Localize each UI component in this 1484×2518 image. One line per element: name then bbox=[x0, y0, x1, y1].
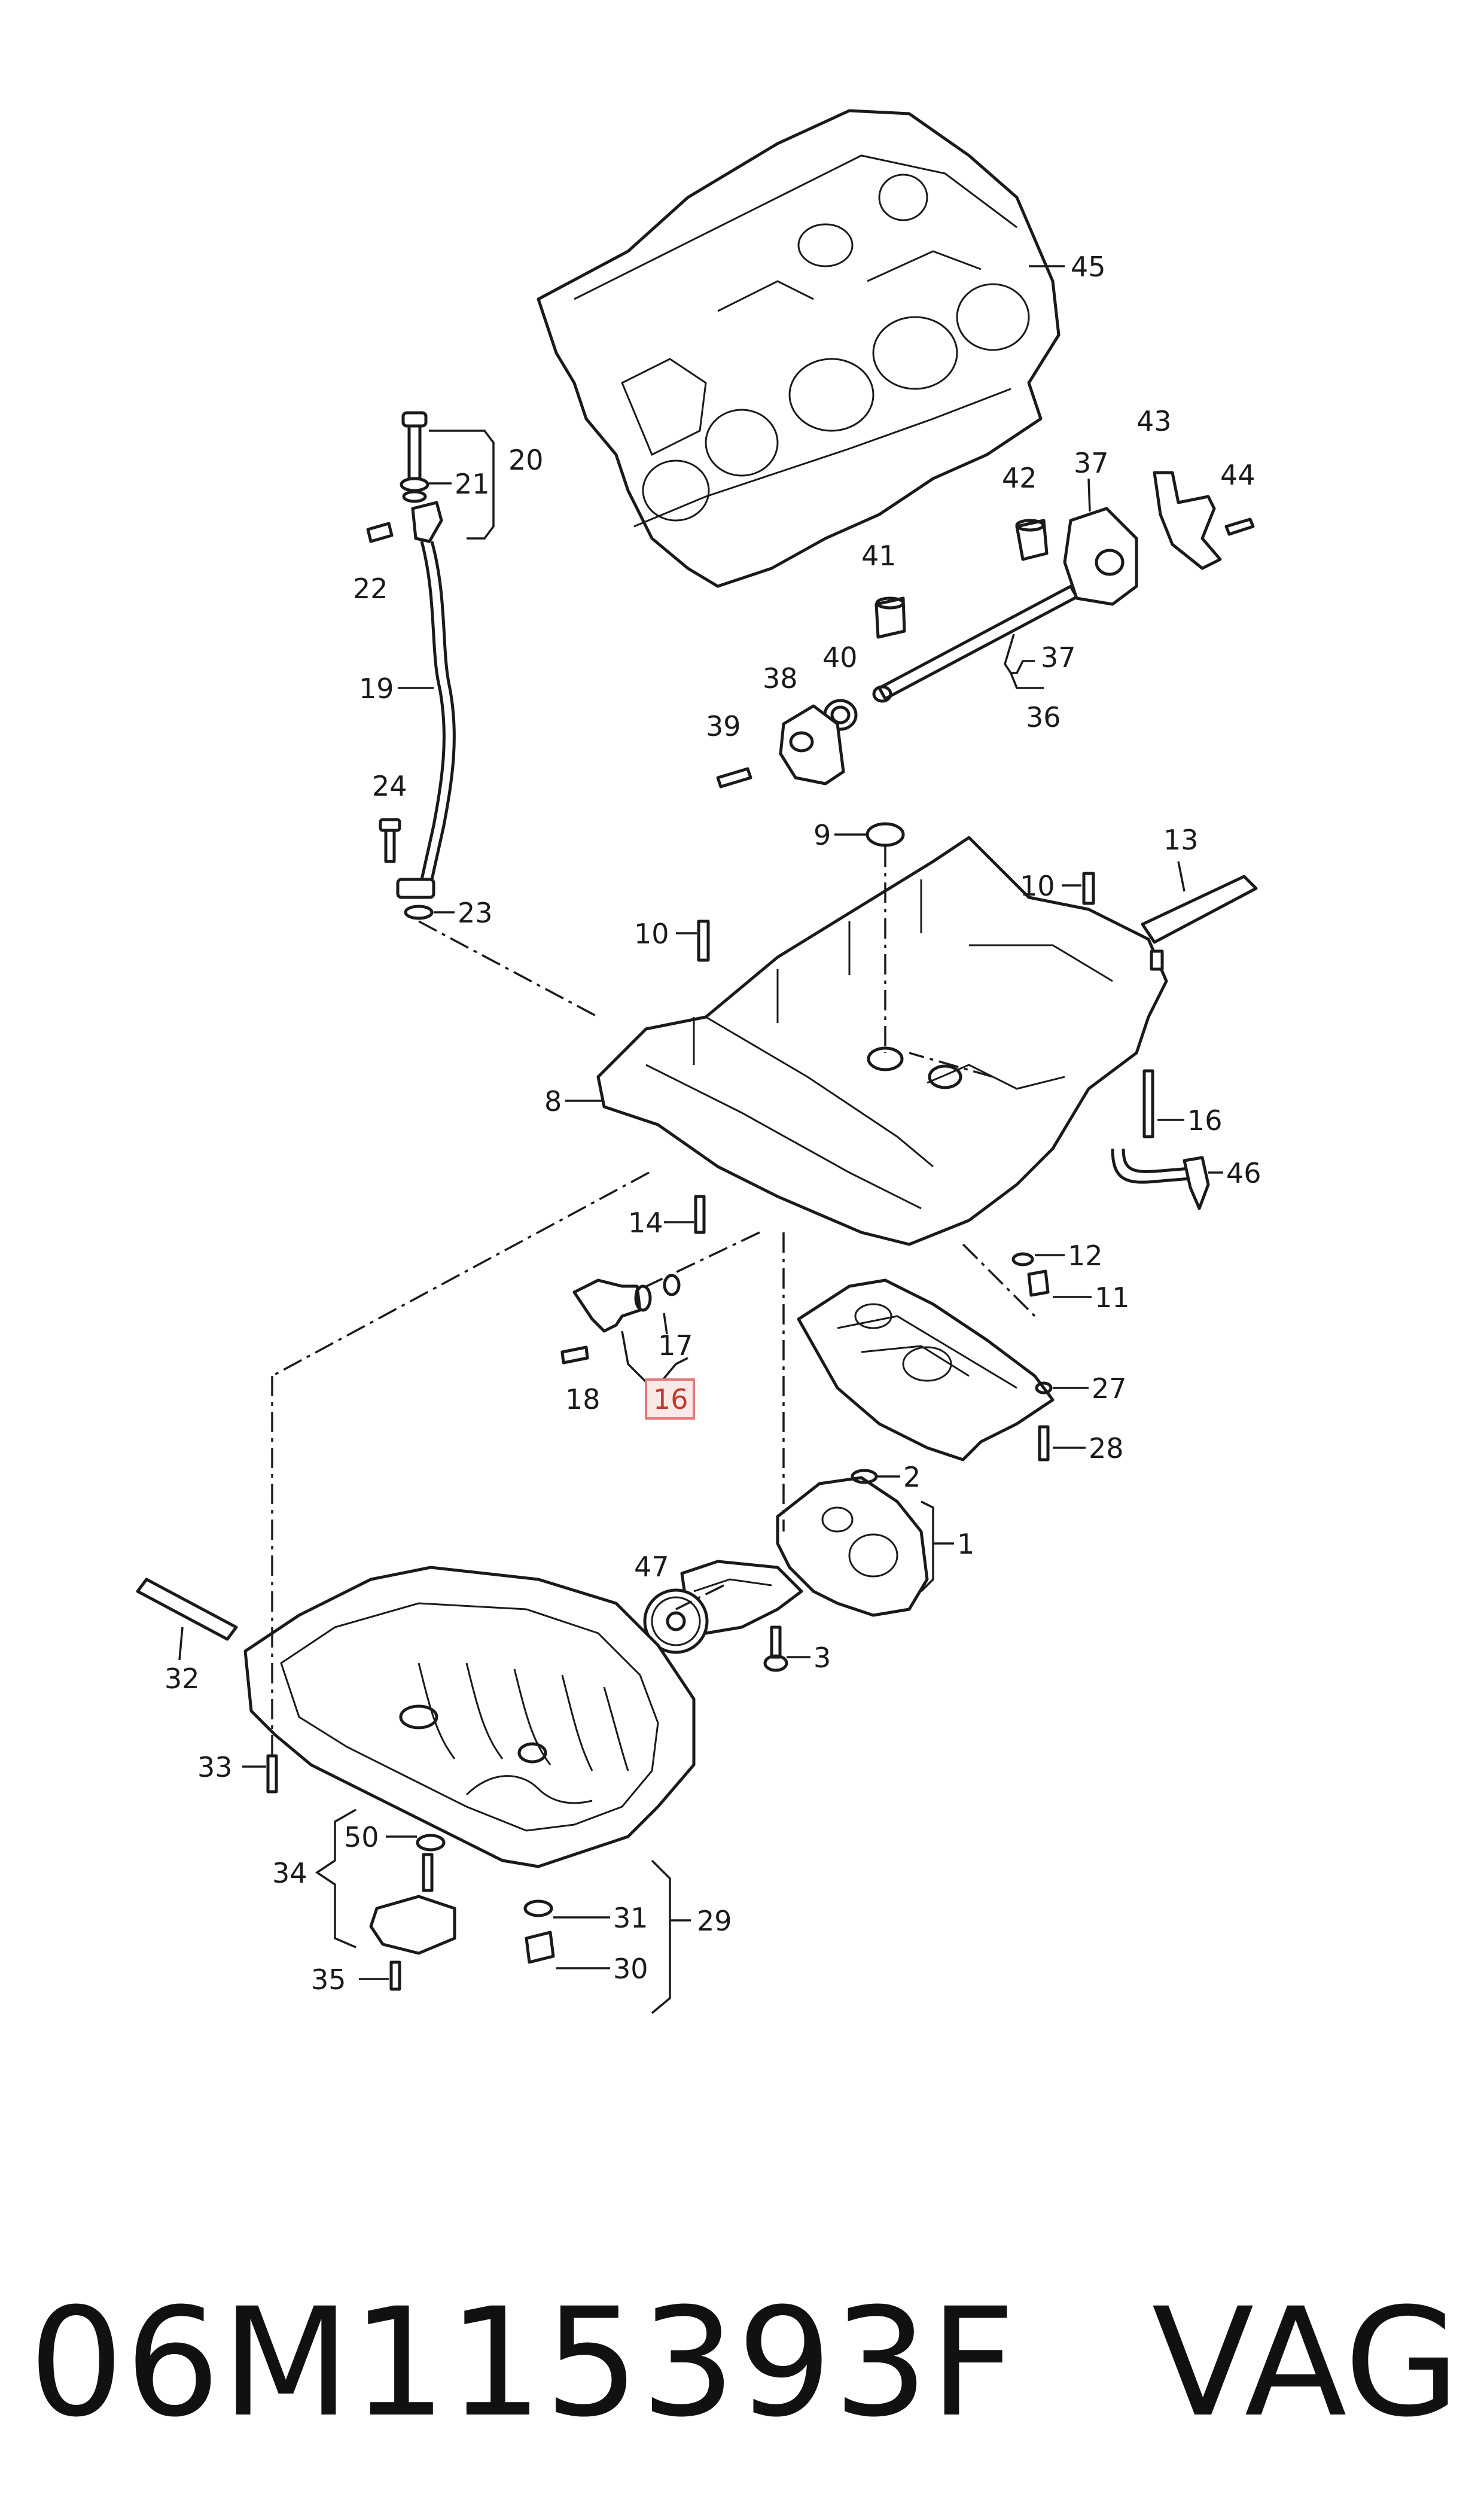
callout-10a: 10 bbox=[634, 918, 669, 950]
callout-44: 44 bbox=[1220, 459, 1256, 491]
callout-32: 32 bbox=[164, 1663, 200, 1695]
exploded-parts-diagram: 45 20 21 22 19 24 23 bbox=[136, 109, 1261, 2014]
callout-34: 34 bbox=[272, 1857, 307, 1889]
part-number: 06M115393F bbox=[29, 2276, 1017, 2450]
callout-10b: 10 bbox=[1020, 870, 1055, 902]
sealant-tube-illustration bbox=[136, 1578, 238, 1641]
callout-16-highlighted: 16 bbox=[653, 1383, 688, 1415]
callout-29: 29 bbox=[697, 1905, 732, 1937]
balance-shaft-illustration bbox=[716, 471, 1255, 788]
callout-40: 40 bbox=[822, 641, 858, 674]
callout-36: 36 bbox=[1026, 701, 1061, 733]
callout-13: 13 bbox=[1163, 824, 1199, 856]
baffle-plate-illustration bbox=[797, 1278, 1055, 1462]
callout-9: 9 bbox=[813, 819, 831, 851]
callout-17: 17 bbox=[658, 1329, 693, 1362]
callout-23: 23 bbox=[458, 897, 493, 929]
callout-45: 46 bbox=[1226, 1157, 1261, 1189]
callout-35: 35 bbox=[311, 1963, 346, 1996]
callout-8: 8 bbox=[544, 1085, 562, 1118]
callout-33: 33 bbox=[197, 1751, 233, 1783]
callout-14: 14 bbox=[628, 1207, 663, 1239]
callout-1: 1 bbox=[957, 1528, 974, 1560]
callout-42: 42 bbox=[1002, 462, 1037, 494]
callout-37: 37 bbox=[1074, 447, 1109, 479]
callout-46: 45 bbox=[1071, 251, 1106, 283]
oil-pressure-switch-illustration bbox=[560, 1274, 681, 1365]
callout-38: 38 bbox=[763, 662, 798, 695]
callout-24: 24 bbox=[372, 770, 407, 802]
callout-39: 39 bbox=[706, 710, 741, 742]
callout-31: 31 bbox=[613, 1902, 648, 1934]
lower-oil-pan-illustration bbox=[243, 1566, 696, 1991]
upper-oil-pan-illustration bbox=[596, 836, 1210, 1246]
alignment-lines bbox=[271, 847, 1036, 1756]
callout-18: 18 bbox=[565, 1383, 601, 1415]
engine-block-illustration bbox=[537, 109, 1061, 588]
callout-3: 3 bbox=[813, 1642, 831, 1674]
callout-2: 2 bbox=[903, 1461, 921, 1493]
callout-12: 12 bbox=[1068, 1240, 1103, 1272]
callout-43: 43 bbox=[1136, 405, 1172, 437]
callout-27: 27 bbox=[1092, 1372, 1127, 1405]
callout-21: 21 bbox=[455, 468, 490, 500]
callout-15: 16 bbox=[1187, 1104, 1223, 1137]
callout-11: 11 bbox=[1095, 1281, 1130, 1314]
callout-28: 28 bbox=[1089, 1432, 1124, 1464]
brand-name: VAG bbox=[1151, 2276, 1460, 2450]
oil-pump-illustration bbox=[643, 1469, 929, 1672]
callout-30: 30 bbox=[613, 1953, 648, 1985]
callout-22: 22 bbox=[353, 573, 388, 605]
callout-19: 19 bbox=[359, 672, 394, 705]
callout-20: 20 bbox=[508, 444, 544, 476]
footer-caption: 06M115393F VAG bbox=[0, 2249, 1484, 2477]
callout-41: 41 bbox=[861, 540, 897, 572]
callout-50: 50 bbox=[344, 1821, 379, 1853]
highlighted-callout-box bbox=[645, 1378, 695, 1420]
callout-47: 47 bbox=[634, 1551, 669, 1583]
callout-37b: 37 bbox=[1041, 641, 1076, 674]
dipstick-tube-illustration bbox=[366, 411, 456, 920]
